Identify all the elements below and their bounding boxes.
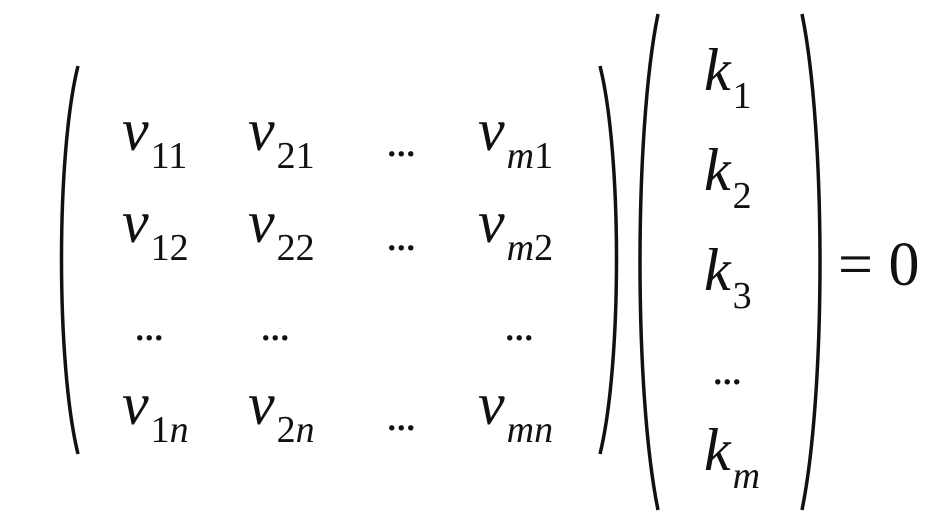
matrix-ellipsis: ... — [386, 209, 416, 260]
entry-subscript: m1 — [507, 135, 553, 177]
matrix-entry-vm2: vm2 — [478, 189, 553, 267]
entry-base: v — [248, 189, 275, 255]
vector-entry-k3: k3 — [704, 237, 752, 315]
subscript-digit: 1 — [150, 409, 170, 451]
entry-base: v — [122, 97, 149, 163]
entry-base: k — [704, 237, 731, 303]
entry-subscript: mn — [507, 409, 553, 451]
subscript-italic: mn — [506, 409, 554, 451]
entry-subscript: 2 — [732, 175, 752, 217]
matrix-entry-v2n: v2n — [248, 371, 315, 449]
subscript-digit: 2 — [534, 227, 554, 269]
entry-subscript: 1 — [732, 75, 752, 117]
entry-subscript: m — [733, 455, 760, 497]
matrix-entry-v22: v22 — [248, 189, 315, 267]
entry-base: k — [704, 417, 731, 483]
matrix-right-paren — [598, 65, 619, 455]
subscript-digit: 1 — [534, 135, 554, 177]
subscript-italic: m — [732, 455, 761, 497]
vector-entry-k1: k1 — [704, 37, 752, 115]
entry-base: v — [122, 189, 149, 255]
matrix-entry-vmn: vmn — [478, 371, 553, 449]
entry-subscript: 21 — [276, 135, 315, 177]
equals-zero: = 0 — [838, 231, 920, 299]
entry-subscript: 2n — [277, 409, 315, 451]
vector-entry-km: km — [704, 417, 760, 495]
subscript-italic: m — [506, 227, 535, 269]
matrix-ellipsis: ... — [386, 115, 416, 166]
matrix-ellipsis: ... — [260, 299, 290, 350]
entry-base: v — [478, 97, 505, 163]
vector-ellipsis: ... — [712, 343, 742, 394]
matrix-ellipsis: ... — [386, 389, 416, 440]
entry-base: v — [248, 371, 275, 437]
matrix-ellipsis: ... — [134, 299, 164, 350]
matrix-left-paren — [59, 65, 80, 455]
entry-subscript: m2 — [507, 227, 553, 269]
entry-base: k — [704, 37, 731, 103]
matrix-ellipsis: ... — [504, 299, 534, 350]
vector-right-paren — [800, 13, 822, 511]
entry-base: v — [122, 371, 149, 437]
subscript-italic: n — [169, 409, 189, 451]
subscript-italic: n — [295, 409, 315, 451]
entry-subscript: 11 — [150, 135, 188, 177]
matrix-entry-v1n: v1n — [122, 371, 189, 449]
matrix-entry-v11: v11 — [122, 97, 187, 175]
entry-base: v — [478, 189, 505, 255]
matrix-entry-v21: v21 — [248, 97, 315, 175]
entry-base: v — [478, 371, 505, 437]
subscript-italic: m — [506, 135, 535, 177]
subscript-digit: 2 — [276, 409, 296, 451]
entry-subscript: 3 — [732, 275, 752, 317]
matrix-entry-vm1: vm1 — [478, 97, 553, 175]
entry-subscript: 12 — [150, 227, 189, 269]
entry-subscript: 1n — [151, 409, 189, 451]
entry-subscript: 22 — [276, 227, 315, 269]
vector-left-paren — [638, 13, 660, 511]
vector-entry-k2: k2 — [704, 137, 752, 215]
matrix-entry-v12: v12 — [122, 189, 189, 267]
entry-base: v — [248, 97, 275, 163]
entry-base: k — [704, 137, 731, 203]
